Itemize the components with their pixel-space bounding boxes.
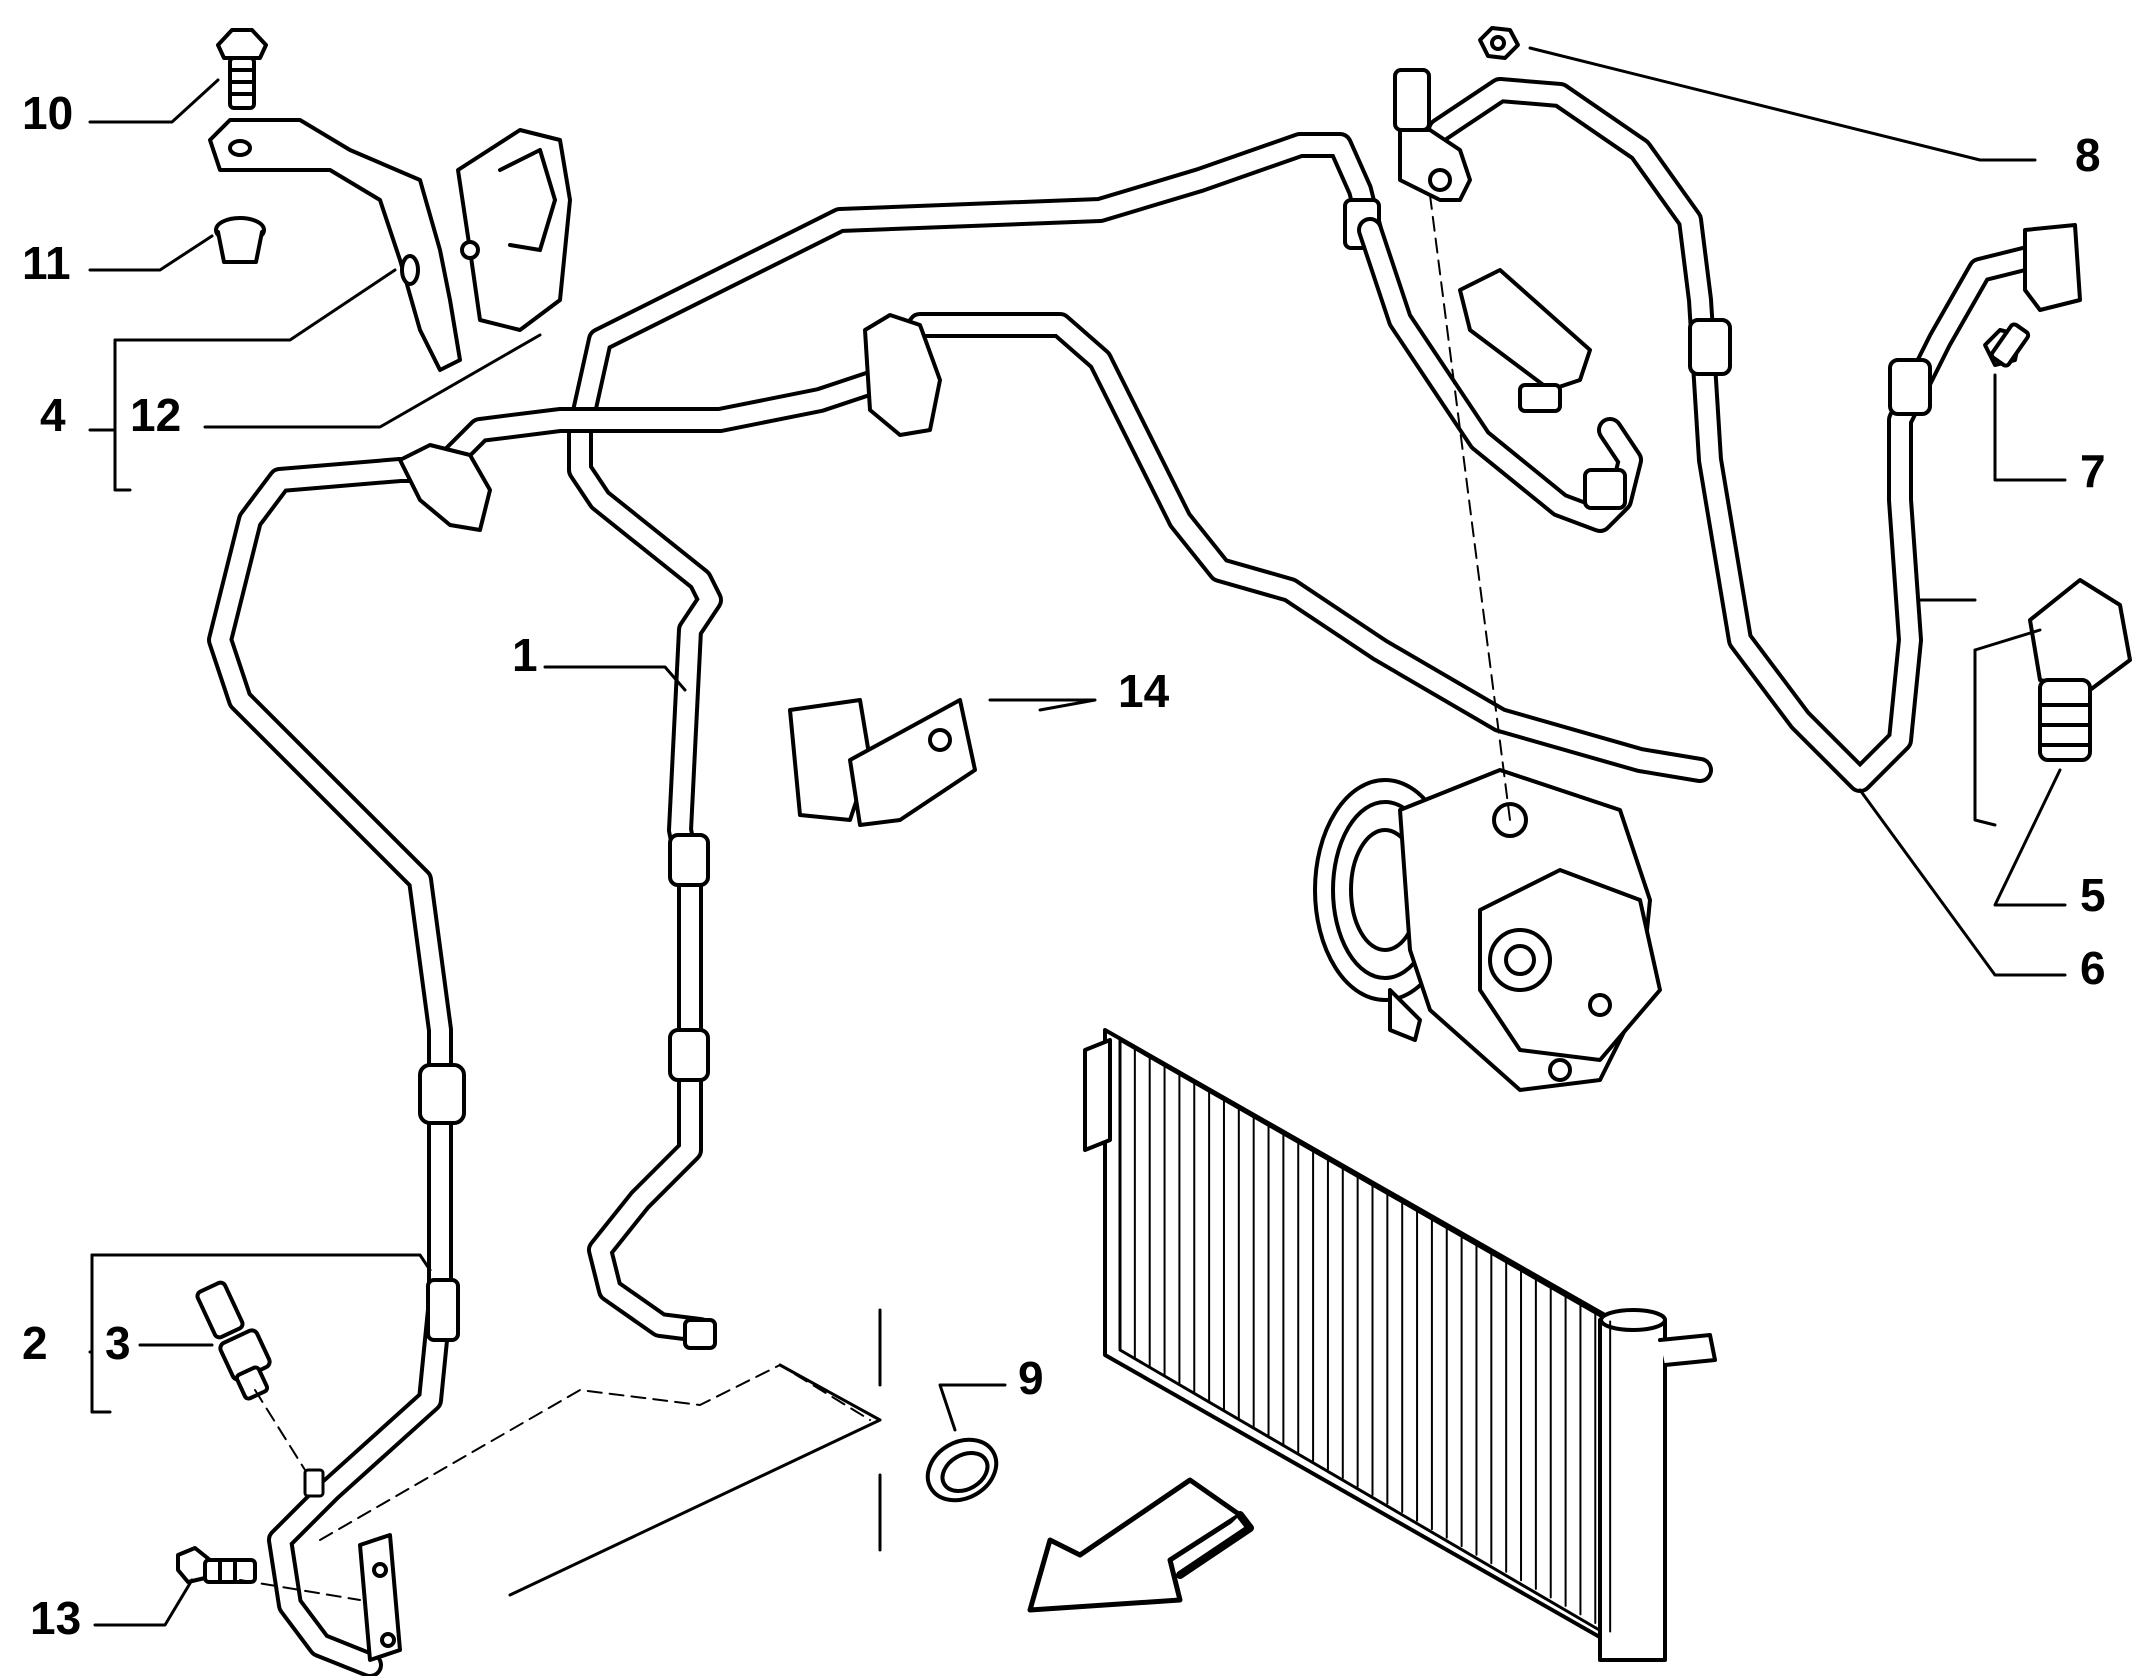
seal-9 bbox=[925, 1437, 999, 1503]
callout-11: 11 bbox=[22, 237, 71, 289]
ac-pipe-1-lower-bend bbox=[1357, 217, 1643, 533]
callout-5: 5 bbox=[2080, 869, 2106, 921]
callout-9: 9 bbox=[1018, 1352, 1044, 1404]
pressure-switch bbox=[1458, 268, 1592, 413]
ac-pipe-6 bbox=[1427, 77, 2053, 793]
nut-11 bbox=[214, 216, 266, 264]
pipe-flange-lower bbox=[358, 1533, 402, 1662]
nut-8 bbox=[1478, 26, 1520, 60]
callout-13: 13 bbox=[30, 1592, 82, 1644]
bolt-10 bbox=[216, 28, 268, 110]
pipe-clip-upper-left bbox=[398, 443, 492, 532]
callout-1: 1 bbox=[512, 629, 538, 681]
clip-5 bbox=[2028, 578, 2132, 762]
callout-4: 4 bbox=[40, 389, 66, 441]
assembly-lines bbox=[239, 194, 1511, 1601]
callout-3: 3 bbox=[105, 1317, 131, 1369]
pipe-clip-center bbox=[863, 313, 942, 437]
pipe-fitting-right bbox=[2023, 223, 2082, 312]
callout-2: 2 bbox=[22, 1317, 48, 1369]
perspective-frame bbox=[508, 598, 1977, 1597]
leader-lines bbox=[88, 46, 2067, 1627]
callout-12: 12 bbox=[130, 389, 182, 441]
callout-14: 14 bbox=[1118, 665, 1170, 717]
bolt-7 bbox=[1983, 322, 2031, 368]
bracket-4 bbox=[208, 118, 462, 372]
clamp-12 bbox=[456, 128, 572, 332]
callout-6: 6 bbox=[2080, 942, 2106, 994]
callout-7: 7 bbox=[2080, 445, 2106, 497]
bolt-13 bbox=[176, 1546, 257, 1584]
callout-8: 8 bbox=[2075, 129, 2101, 181]
ac-compressor bbox=[1313, 768, 1662, 1092]
clamp-14 bbox=[788, 698, 977, 827]
valve-3 bbox=[195, 1280, 272, 1401]
pipe-fitting-top bbox=[1393, 68, 1472, 202]
condenser-fins bbox=[1133, 1047, 1612, 1633]
direction-arrow bbox=[1027, 1477, 1254, 1613]
callout-10: 10 bbox=[22, 87, 74, 139]
